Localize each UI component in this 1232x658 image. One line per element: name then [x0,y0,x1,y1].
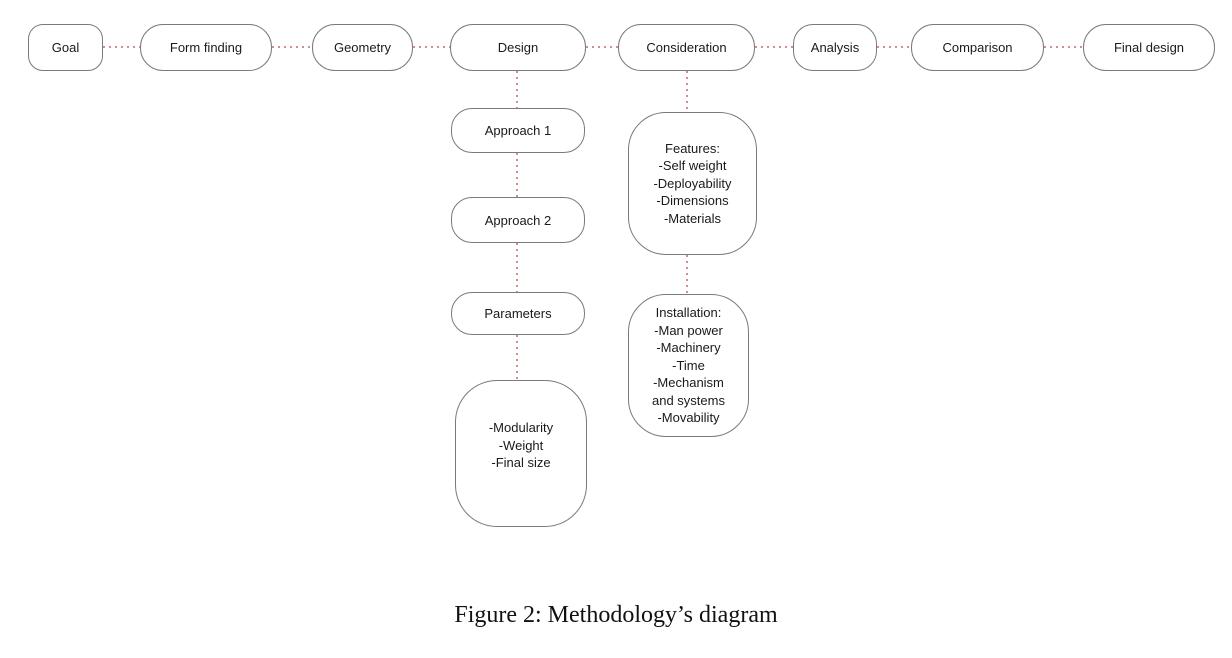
node-form-finding: Form finding [140,24,272,71]
node-design: Design [450,24,586,71]
dotted-connector [103,46,140,48]
dotted-connector [1044,46,1083,48]
node-label: Geometry [333,40,392,55]
node-geometry: Geometry [312,24,413,71]
node-installation-list: Installation: -Man power -Machinery -Tim… [628,294,749,437]
list-line: and systems [652,392,725,408]
dotted-connector [586,46,618,48]
list-line: -Mechanism [653,375,724,391]
list-line: -Weight [498,437,544,453]
list-line: -Final size [491,455,551,470]
node-analysis: Analysis [793,24,877,71]
dotted-connector [755,46,793,48]
dotted-connector [516,335,518,380]
list-line: -Materials [663,210,722,226]
list-line: -Time [672,357,705,373]
list-line: -Self weight [658,158,727,174]
node-consideration: Consideration [618,24,755,71]
node-label: Analysis [810,40,860,55]
list-line: -Movability [657,410,720,426]
node-goal: Goal [28,24,103,71]
figure-caption: Figure 2: Methodology’s diagram [454,602,778,628]
list-line: -Dimensions [656,193,729,209]
dotted-connector [516,71,518,108]
node-final-design: Final design [1083,24,1215,71]
node-label: Parameters [484,306,552,321]
node-parameters-list: -Modularity -Weight -Final size [455,380,587,527]
node-features-list: Features: -Self weight -Deployability -D… [628,112,757,255]
node-comparison: Comparison [911,24,1044,71]
list-line: -Modularity [488,420,554,435]
dotted-connector [686,71,688,112]
node-approach-1: Approach 1 [451,108,585,153]
node-approach-2: Approach 2 [451,197,585,243]
list-line: -Man power [654,322,723,338]
node-label: Approach 2 [484,212,552,228]
dotted-connector [516,153,518,197]
dotted-connector [686,255,688,294]
node-parameters: Parameters [451,292,585,335]
list-line: Features: [665,140,720,156]
list-line: -Deployability [653,175,732,191]
dotted-connector [877,46,911,48]
node-label: Approach 1 [484,123,552,138]
dotted-connector [272,46,312,48]
node-label: Form finding [169,40,243,55]
node-label: Design [497,40,539,55]
node-label: Goal [51,40,80,55]
dotted-connector [413,46,450,48]
node-label: Consideration [646,40,727,55]
dotted-connector [516,243,518,292]
node-label: Comparison [942,40,1013,55]
list-line: Installation: [655,305,722,321]
node-label: Final design [1113,40,1185,55]
list-line: -Machinery [656,340,721,356]
